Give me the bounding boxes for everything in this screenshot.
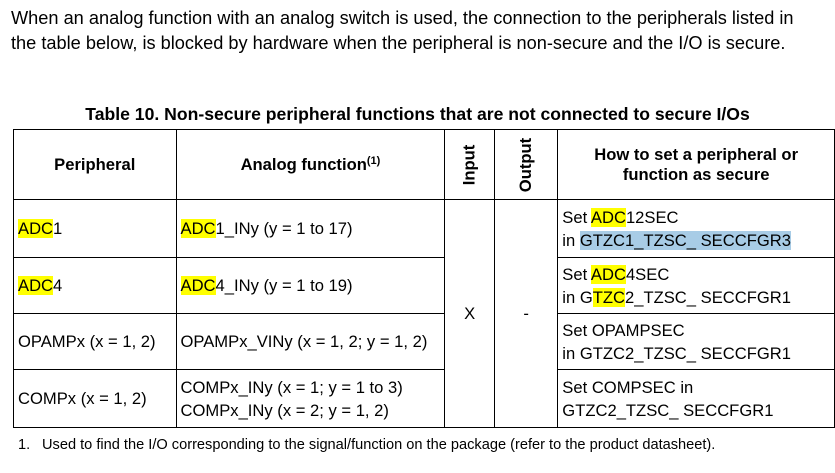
cell-peripheral: ADC4 — [13, 257, 177, 314]
table-row: COMPx (x = 1, 2) COMPx_INy (x = 1; y = 1… — [13, 369, 835, 428]
cell-analog-function: ADC1_INy (y = 1 to 17) — [175, 199, 446, 258]
cell-peripheral: ADC1 — [13, 199, 177, 258]
cell-analog-function: COMPx_INy (x = 1; y = 1 to 3) COMPx_INy … — [175, 369, 446, 428]
header-peripheral: Peripheral — [13, 129, 177, 200]
cell-how-to: Set ADC4SEC in GTZC2_TZSC_ SECCFGR1 — [557, 257, 835, 314]
cell-analog-function: OPAMPx_VINy (x = 1, 2; y = 1, 2) — [175, 313, 446, 370]
table-row: ADC4 ADC4_INy (y = 1 to 19) Set ADC4SEC … — [13, 257, 835, 314]
selected-text[interactable]: GTZC1_TZSC_ SECCFGR3 — [579, 230, 791, 250]
table-row: ADC1 ADC1_INy (y = 1 to 17) X - Set ADC1… — [13, 199, 835, 428]
table-caption: Table 10. Non-secure peripheral function… — [85, 104, 750, 124]
peripheral-table: Peripheral Analog function(1) Input Outp… — [13, 129, 835, 428]
cell-peripheral: OPAMPx (x = 1, 2) — [13, 313, 177, 370]
intro-paragraph: When an analog function with an analog s… — [11, 8, 794, 53]
header-output: Output — [493, 129, 559, 200]
footnote-number: 1. — [18, 437, 31, 453]
cell-how-to: Set COMPSEC in GTZC2_TZSC_ SECCFGR1 — [557, 369, 835, 428]
cell-how-to: Set ADC12SEC in GTZC1_TZSC_ SECCFGR3 — [557, 199, 835, 258]
cell-peripheral: COMPx (x = 1, 2) — [13, 369, 177, 428]
table-header-row: Peripheral Analog function(1) Input Outp… — [13, 129, 835, 200]
header-input: Input — [444, 129, 495, 200]
header-how-to: How to set a peripheral or function as s… — [557, 129, 835, 200]
cell-analog-function: ADC4_INy (y = 1 to 19) — [175, 257, 446, 314]
footnote-ref: (1) — [366, 154, 381, 167]
cell-how-to: Set OPAMPSEC in GTZC2_TZSC_ SECCFGR1 — [557, 313, 835, 370]
header-analog-function: Analog function(1) — [175, 129, 446, 200]
header-output-label: Output — [516, 137, 536, 192]
footnote: 1. Used to find the I/O corresponding to … — [18, 437, 715, 453]
footnote-text: Used to find the I/O corresponding to th… — [42, 437, 716, 453]
header-input-label: Input — [459, 144, 479, 185]
cell-input: X — [444, 199, 495, 428]
cell-output: - — [493, 199, 559, 428]
table-row: OPAMPx (x = 1, 2) OPAMPx_VINy (x = 1, 2;… — [13, 313, 835, 370]
